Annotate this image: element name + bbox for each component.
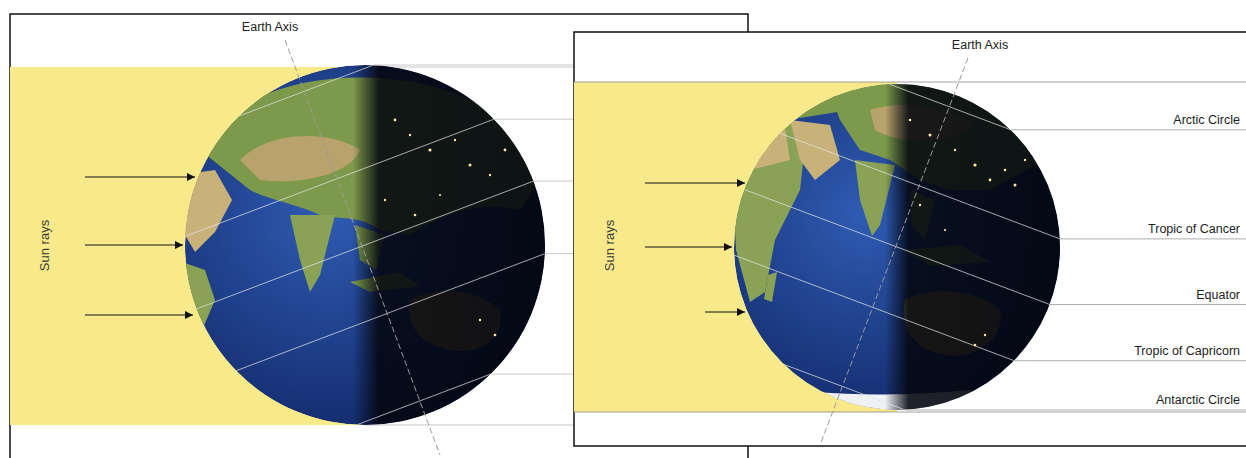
latitude-label: Antarctic Circle [1156,394,1240,407]
latitude-label: Equator [1196,289,1240,302]
latitude-label: Arctic Circle [1173,114,1240,127]
right-panel [574,32,1246,446]
sun-rays-label: Sun rays [39,219,52,270]
latitude-label: Tropic of Cancer [1148,223,1240,236]
axis-label: Earth Axis [952,39,1008,52]
sun-rays-label: Sun rays [604,219,617,270]
latitude-label: Tropic of Capricorn [1134,345,1240,358]
axis-label: Earth Axis [242,21,298,34]
